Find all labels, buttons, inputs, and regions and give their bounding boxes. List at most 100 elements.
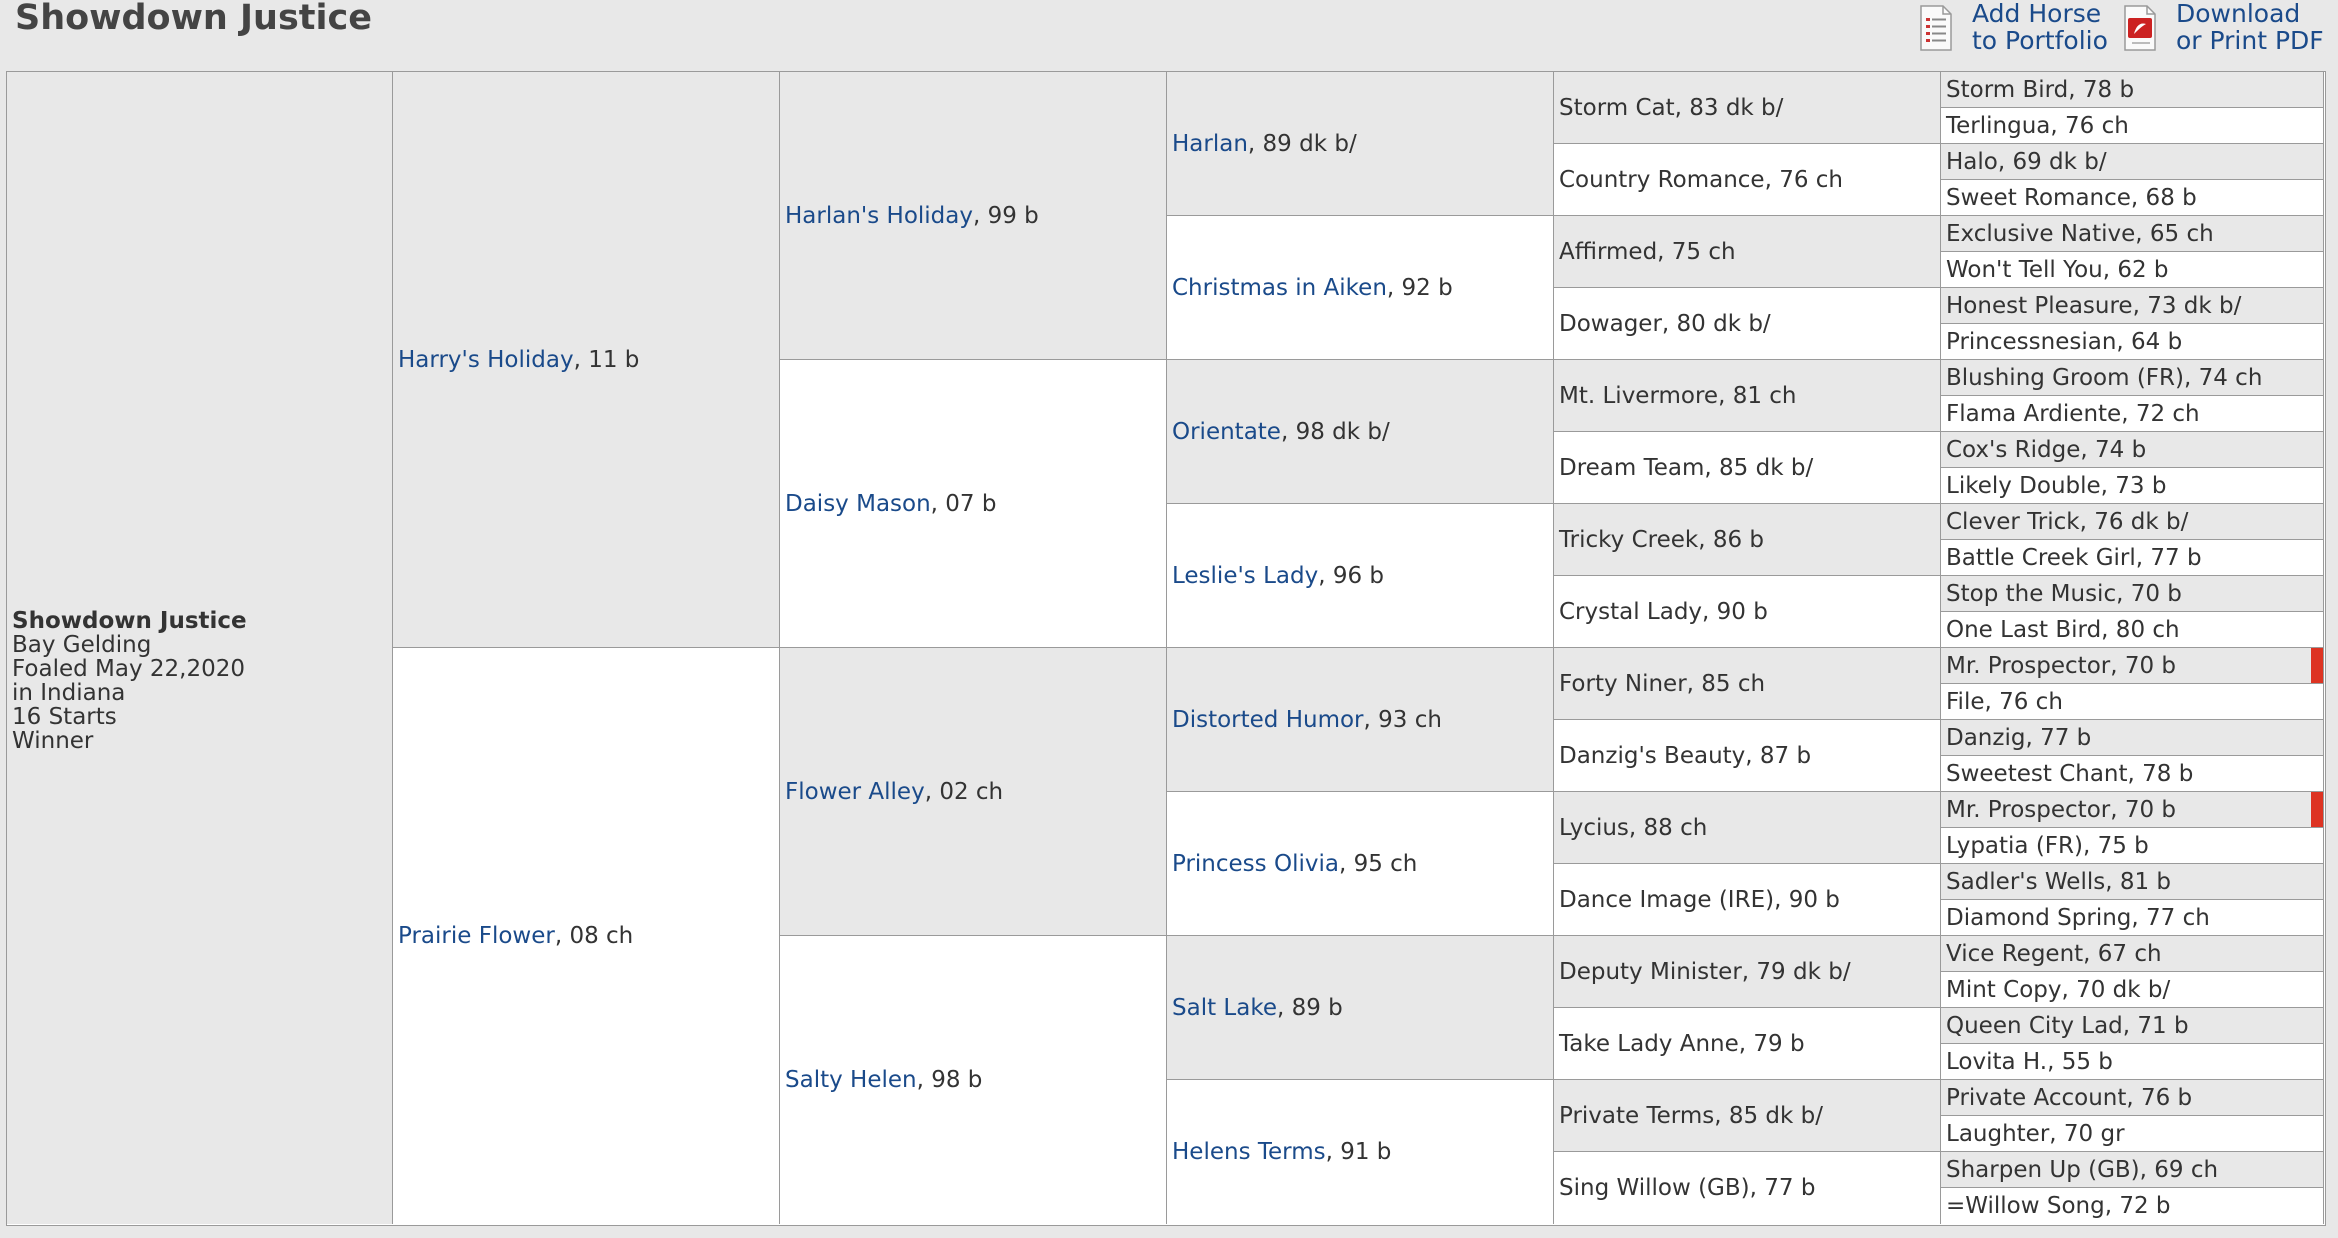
add-to-portfolio-button[interactable]: Add Horse to Portfolio [1918,0,2108,54]
ancestor-name: Won't Tell You, 62 b [1946,256,2169,283]
subject-horse-info: Showdown Justice Bay Gelding Foaled May … [12,609,247,753]
gen3-ancestor-cell: Distorted Humor, 93 ch [1167,648,1554,792]
gen4-ancestor-cell: Mt. Livermore, 81 ch [1554,360,1941,432]
subject-horse-starts: 16 Starts [12,704,117,730]
page-title: Showdown Justice [15,0,373,38]
ancestor-link[interactable]: Salt Lake [1172,994,1277,1021]
ancestor-link[interactable]: Harlan [1172,130,1248,157]
ancestor-name: Storm Cat, 83 dk b/ [1559,94,1784,121]
page-header: Showdown Justice Add Horse to Portfolio [0,0,2338,70]
gen3-ancestor-cell: Orientate, 98 dk b/ [1167,360,1554,504]
ancestor-name: Likely Double, 73 b [1946,472,2167,499]
ancestor-link[interactable]: Prairie Flower [398,923,555,949]
ancestor-name: Mint Copy, 70 dk b/ [1946,976,2171,1003]
ancestor-name: Diamond Spring, 77 ch [1946,904,2210,931]
ancestor-name: Laughter, 70 gr [1946,1120,2125,1147]
ancestor-name: Private Account, 76 b [1946,1084,2193,1111]
gen5-ancestor-cell: Cox's Ridge, 74 b [1941,432,2324,468]
gen5-ancestor-cell: Mint Copy, 70 dk b/ [1941,972,2324,1008]
ancestor-name: Honest Pleasure, 73 dk b/ [1946,292,2242,319]
gen4-ancestor-cell: Lycius, 88 ch [1554,792,1941,864]
gen5-ancestor-cell: =Willow Song, 72 b [1941,1188,2324,1224]
ancestor-name: Private Terms, 85 dk b/ [1559,1102,1824,1129]
ancestor-link[interactable]: Princess Olivia [1172,850,1339,877]
gen5-ancestor-cell: Lovita H., 55 b [1941,1044,2324,1080]
gen5-ancestor-cell: File, 76 ch [1941,684,2324,720]
ancestor-info: , 91 b [1325,1139,1392,1165]
gen5-ancestor-cell: Clever Trick, 76 dk b/ [1941,504,2324,540]
ancestor-name: Exclusive Native, 65 ch [1946,220,2214,247]
ancestor-name: Sweetest Chant, 78 b [1946,760,2194,787]
ancestor-name: Terlingua, 76 ch [1946,112,2129,139]
gen4-ancestor-cell: Tricky Creek, 86 b [1554,504,1941,576]
ancestor-name: Dream Team, 85 dk b/ [1559,454,1814,481]
gen5-ancestor-cell: Sadler's Wells, 81 b [1941,864,2324,900]
ancestor-info: , 11 b [573,346,640,373]
download-pdf-label[interactable]: Download or Print PDF [2176,0,2324,55]
gen1-ancestor-cell: Harry's Holiday, 11 b [393,72,780,648]
gen4-ancestor-cell: Affirmed, 75 ch [1554,216,1941,288]
ancestor-name: Mr. Prospector, 70 b [1946,652,2177,679]
subject-horse-description: Bay Gelding [12,632,152,658]
ancestor-name: Mr. Prospector, 70 b [1946,796,2177,823]
ancestor-link[interactable]: Orientate [1172,418,1281,445]
ancestor-info: , 89 b [1276,994,1343,1021]
ancestor-name: File, 76 ch [1946,688,2063,715]
ancestor-name: Princessnesian, 64 b [1946,328,2183,355]
gen5-ancestor-cell: Honest Pleasure, 73 dk b/ [1941,288,2324,324]
ancestor-link[interactable]: Christmas in Aiken [1172,274,1387,301]
ancestor-name: Battle Creek Girl, 77 b [1946,544,2202,571]
gen4-ancestor-cell: Storm Cat, 83 dk b/ [1554,72,1941,144]
gen5-ancestor-cell: Lypatia (FR), 75 b [1941,828,2324,864]
ancestor-link[interactable]: Flower Alley [785,778,925,805]
gen5-ancestor-cell: Exclusive Native, 65 ch [1941,216,2324,252]
ancestor-link[interactable]: Helens Terms [1172,1139,1326,1165]
ancestor-name: Flama Ardiente, 72 ch [1946,400,2200,427]
ancestor-name: Mt. Livermore, 81 ch [1559,382,1797,409]
ancestor-link[interactable]: Salty Helen [785,1067,917,1093]
ancestor-info: , 99 b [972,202,1039,229]
ancestor-name: Lypatia (FR), 75 b [1946,832,2149,859]
gen2-ancestor-cell: Daisy Mason, 07 b [780,360,1167,648]
ancestor-info: , 95 ch [1338,850,1418,877]
gen4-ancestor-cell: Dream Team, 85 dk b/ [1554,432,1941,504]
gen3-ancestor-cell: Salt Lake, 89 b [1167,936,1554,1080]
gen4-ancestor-cell: Private Terms, 85 dk b/ [1554,1080,1941,1152]
gen4-ancestor-cell: Crystal Lady, 90 b [1554,576,1941,648]
ancestor-name: Sadler's Wells, 81 b [1946,868,2172,895]
gen3-ancestor-cell: Helens Terms, 91 b [1167,1080,1554,1224]
gen5-ancestor-cell: Private Account, 76 b [1941,1080,2324,1116]
download-pdf-button[interactable]: Download or Print PDF [2122,0,2324,54]
ancestor-name: Take Lady Anne, 79 b [1559,1030,1805,1057]
gen5-ancestor-cell: Halo, 69 dk b/ [1941,144,2324,180]
gen5-ancestor-cell: Won't Tell You, 62 b [1941,252,2324,288]
inbreeding-marker [2311,648,2323,683]
ancestor-link[interactable]: Daisy Mason [785,490,931,517]
add-to-portfolio-label[interactable]: Add Horse to Portfolio [1972,0,2108,55]
subject-horse-cell: Showdown Justice Bay Gelding Foaled May … [7,72,393,1224]
ancestor-link[interactable]: Harlan's Holiday [785,202,973,229]
gen5-ancestor-cell: Mr. Prospector, 70 b [1941,792,2324,828]
ancestor-link[interactable]: Harry's Holiday [398,346,574,373]
ancestor-name: Affirmed, 75 ch [1559,238,1736,265]
subject-horse-name: Showdown Justice [12,608,247,634]
gen5-ancestor-cell: One Last Bird, 80 ch [1941,612,2324,648]
ancestor-link[interactable]: Leslie's Lady [1172,562,1319,589]
ancestor-info: , 98 b [916,1067,983,1093]
ancestor-link[interactable]: Distorted Humor [1172,706,1364,733]
ancestor-info: , 07 b [930,490,997,517]
ancestor-name: Cox's Ridge, 74 b [1946,436,2147,463]
gen4-ancestor-cell: Sing Willow (GB), 77 b [1554,1152,1941,1224]
gen4-ancestor-cell: Country Romance, 76 ch [1554,144,1941,216]
ancestor-name: Lycius, 88 ch [1559,814,1708,841]
document-list-icon [1920,5,1952,51]
gen5-ancestor-cell: Battle Creek Girl, 77 b [1941,540,2324,576]
subject-horse-location: in Indiana [12,680,126,706]
gen5-ancestor-cell: Vice Regent, 67 ch [1941,936,2324,972]
ancestor-name: Tricky Creek, 86 b [1559,526,1765,553]
ancestor-name: Sing Willow (GB), 77 b [1559,1175,1816,1201]
gen4-ancestor-cell: Dance Image (IRE), 90 b [1554,864,1941,936]
gen5-ancestor-cell: Laughter, 70 gr [1941,1116,2324,1152]
gen2-ancestor-cell: Harlan's Holiday, 99 b [780,72,1167,360]
ancestor-name: Danzig, 77 b [1946,724,2092,751]
